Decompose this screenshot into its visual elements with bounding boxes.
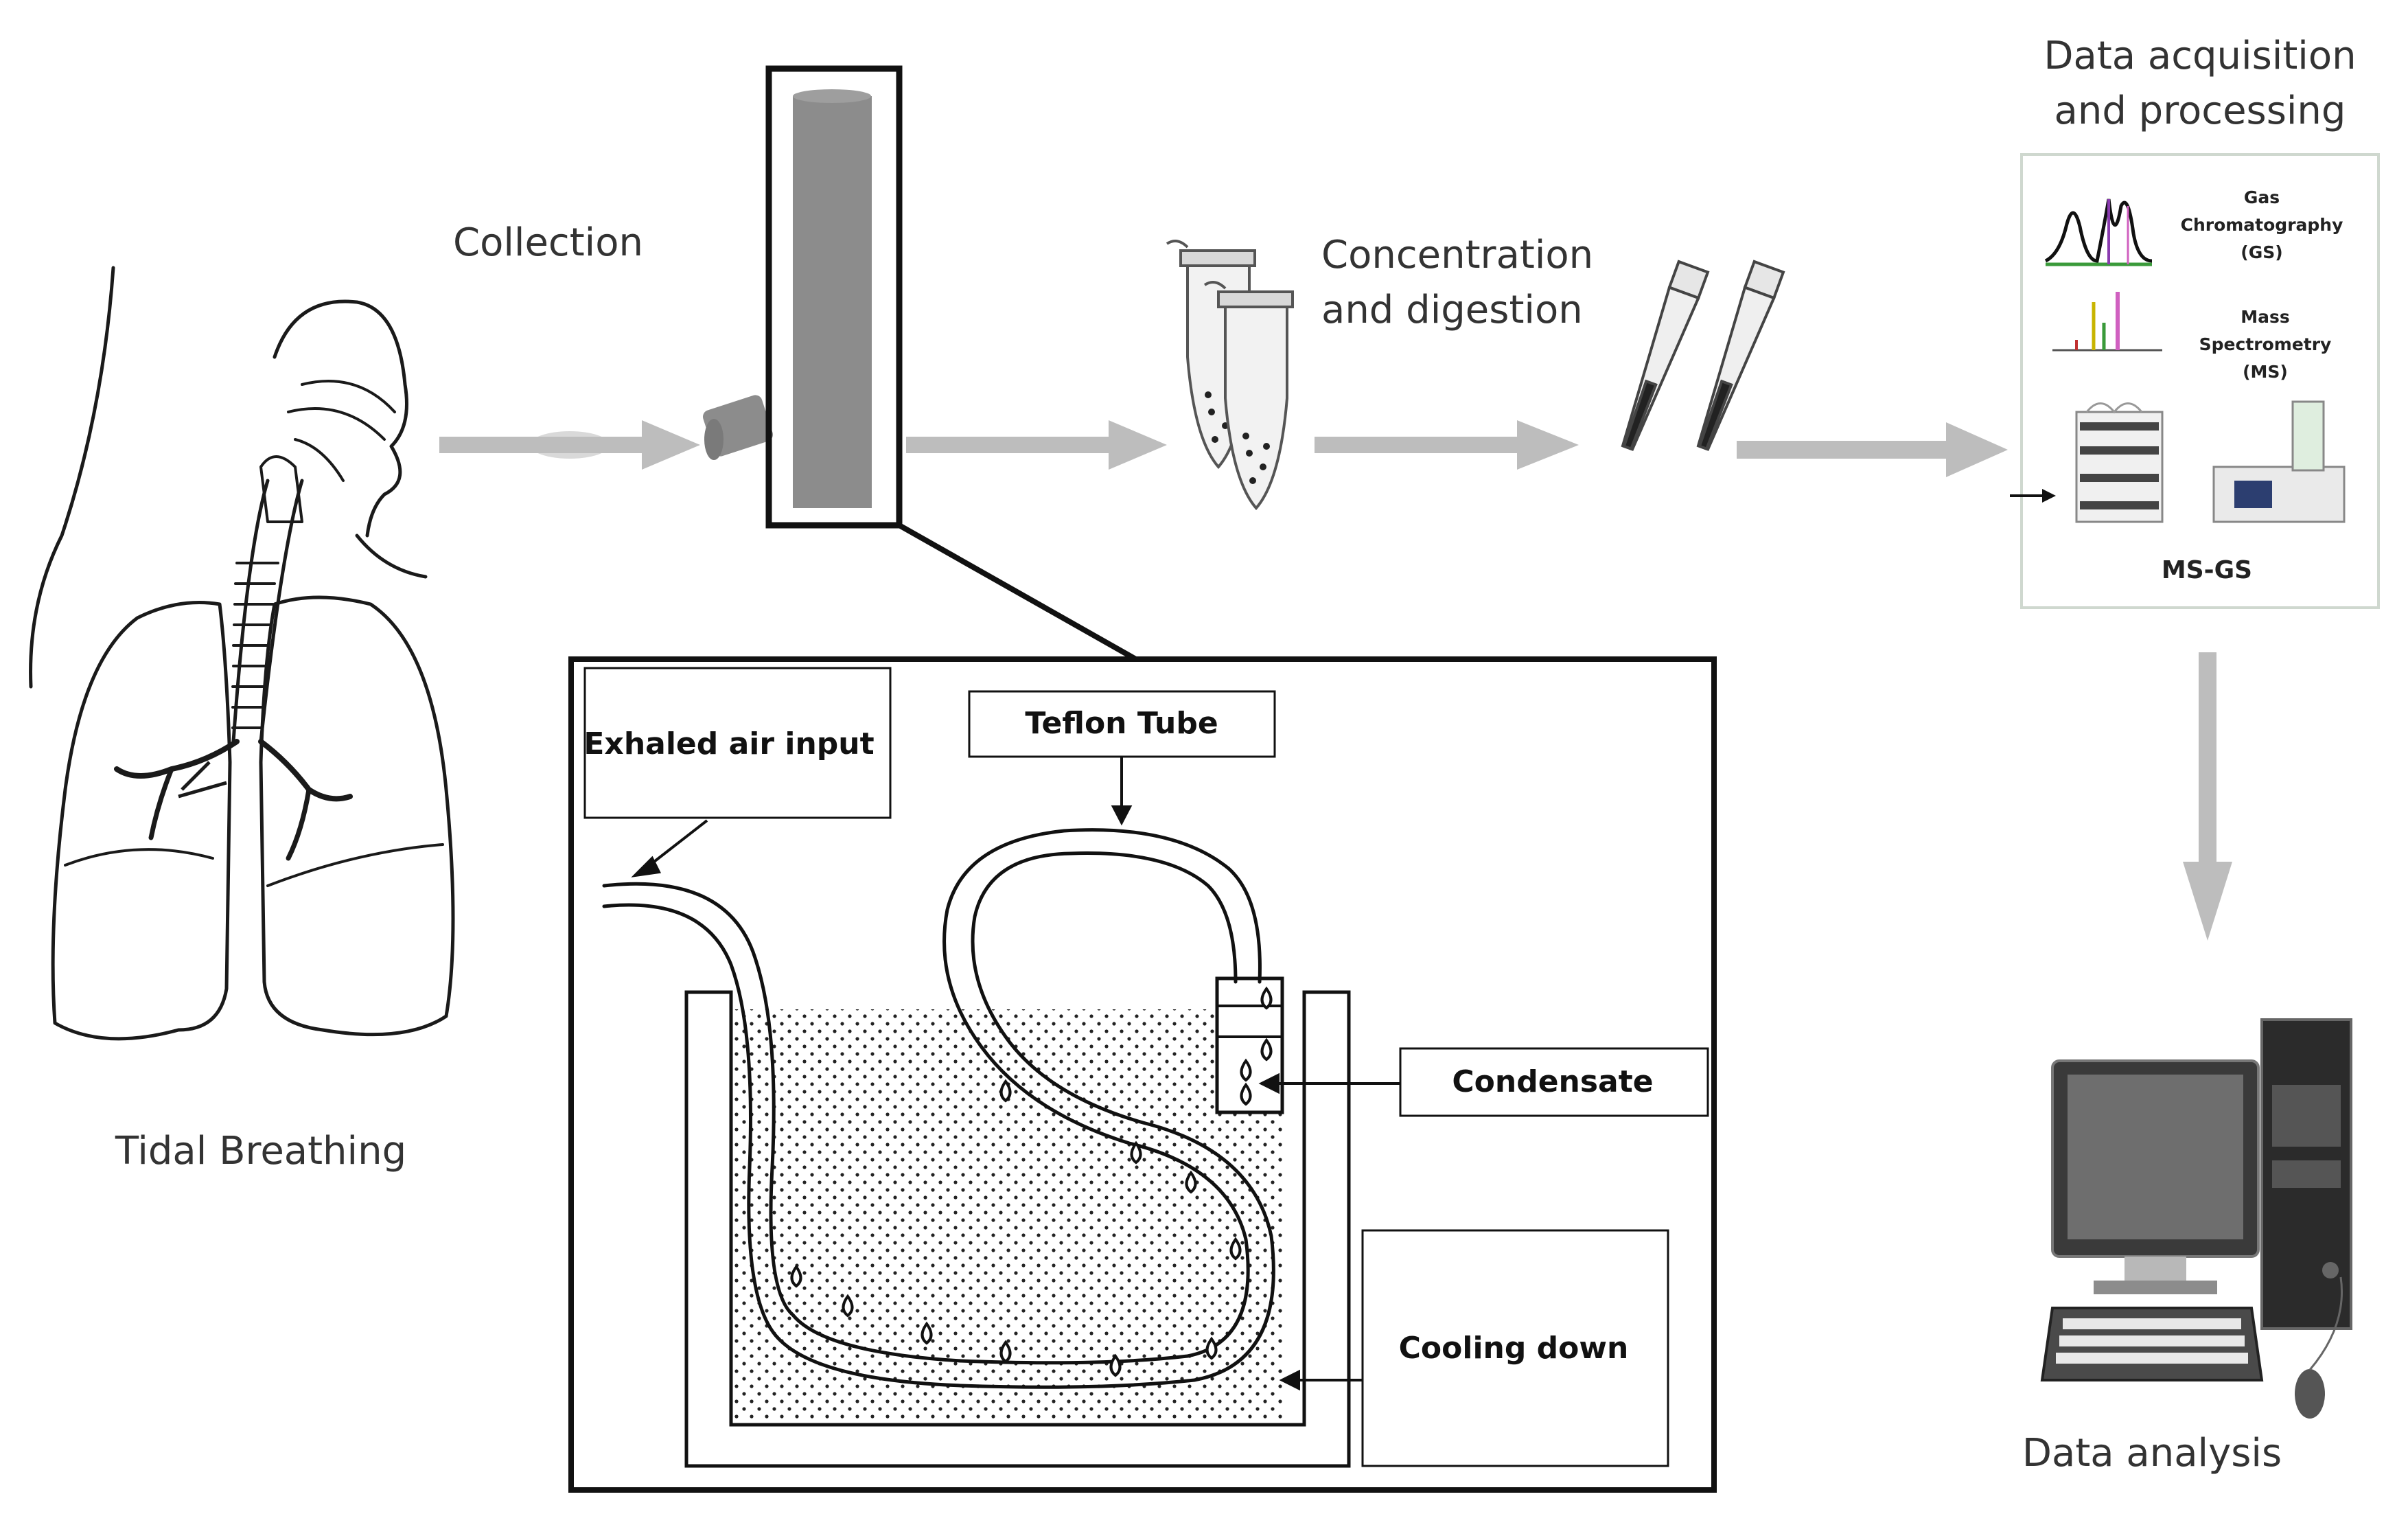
bronchi-detail [178, 761, 227, 799]
data-acquisition-label-line2: and processing [2054, 89, 2346, 133]
condensate-label: Condensate [1452, 1064, 1653, 1099]
ms-spectrum-icon [2052, 292, 2162, 352]
arrow-pipettes-to-panel [1737, 422, 2008, 477]
arrow-vials-to-pipettes [1315, 420, 1579, 470]
tidal-breathing-label: Tidal Breathing [115, 1129, 406, 1173]
collector-device [702, 65, 903, 529]
gc-label-line1: Gas [2244, 187, 2280, 207]
input-arrow-icon [2010, 489, 2056, 503]
gc-chromatogram-icon [2044, 198, 2153, 266]
gc-label-line2: Chromatography [2181, 215, 2343, 235]
ms-instrument-icon [2212, 400, 2346, 523]
lungs-illustration [29, 266, 455, 1041]
condenser-detail: Exhaled air input Teflon Tube Condensate… [568, 656, 1717, 1493]
teflon-tube [602, 828, 1275, 1389]
pipette-tips-icon [1621, 260, 1785, 451]
eppendorf-vials-icon [1166, 240, 1294, 511]
gc-label-line3: (GS) [2241, 242, 2282, 262]
exhaled-air-input-label: Exhaled air input [583, 726, 874, 761]
condensate-droplets [790, 986, 1273, 1377]
pointer-arrows [631, 757, 1400, 1391]
flow-arrows [439, 420, 2232, 941]
lc-instrument-icon [2075, 402, 2164, 523]
data-analysis-label: Data analysis [2022, 1431, 2282, 1476]
ms-label-line1: Mass [2241, 307, 2290, 327]
exhaled-air-box [583, 667, 892, 819]
arrow-breath-to-collector [439, 420, 700, 470]
arrow-collector-to-vials [906, 420, 1167, 470]
concentration-label-line2: and digestion [1321, 288, 1583, 332]
cooling-down-label: Cooling down [1399, 1331, 1629, 1366]
teflon-tube-label: Teflon Tube [1025, 706, 1218, 741]
ms-label-line2: Spectrometry [2199, 334, 2332, 354]
collection-label: Collection [453, 220, 643, 265]
computer-icon [2040, 1018, 2352, 1419]
data-acquisition-panel: Gas Chromatography (GS) Mass Spectrometr… [2010, 153, 2380, 609]
collector-zoom-box [765, 65, 903, 529]
ms-label-line3: (MS) [2243, 362, 2288, 382]
concentration-label-line1: Concentration [1321, 233, 1593, 277]
data-acquisition-label-line1: Data acquisition [2044, 34, 2356, 78]
arrow-panel-to-computer [2183, 652, 2232, 941]
msgs-label: MS-GS [2162, 556, 2252, 584]
zoom-connector [898, 523, 1141, 664]
cooling-down-box [1361, 1229, 1669, 1467]
